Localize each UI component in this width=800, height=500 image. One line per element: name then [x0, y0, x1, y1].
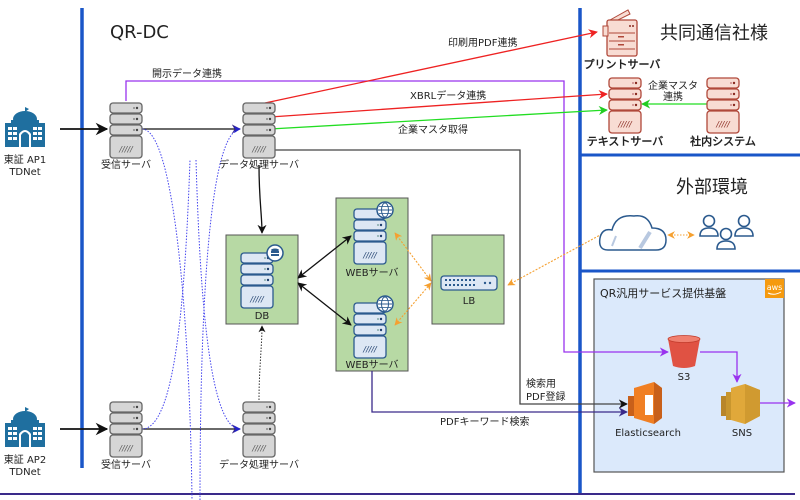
tse-ap2-node: 東証 AP2 TDNet — [4, 407, 46, 478]
receive-server-2-label: 受信サーバ — [101, 459, 151, 471]
internal-system-label: 社内システム — [689, 134, 756, 148]
elasticsearch-icon — [628, 382, 662, 424]
switch-icon — [440, 275, 498, 291]
text-server-label: テキストサーバ — [587, 135, 664, 148]
flow-db-web2 — [297, 282, 352, 326]
sns-icon — [721, 384, 760, 424]
server-icon — [109, 401, 143, 458]
aws-logo-text: aws — [767, 283, 783, 292]
lb-label: LB — [463, 296, 476, 307]
tse-ap2-sublabel: TDNet — [8, 467, 40, 478]
tse-ap1-sublabel: TDNet — [8, 167, 40, 178]
flow-web2-lb — [394, 282, 432, 326]
flow-to-proc1-crossover — [199, 126, 241, 500]
s3-bucket: S3 — [667, 335, 701, 383]
flow-recv1-crossover — [141, 128, 193, 500]
sns-label: SNS — [732, 428, 752, 439]
label-print-pdf: 印刷用PDF連携 — [448, 36, 517, 49]
data-processing-server-2: データ処理サーバ — [219, 401, 299, 471]
flow-recv2-crossover — [141, 159, 191, 430]
internet-cloud — [598, 215, 667, 251]
flow-proc1-to-db — [257, 164, 267, 234]
server-icon — [242, 102, 276, 159]
db-server: DB — [240, 244, 284, 322]
data-processing-server-2-label: データ処理サーバ — [219, 458, 299, 471]
text-server: テキストサーバ — [587, 77, 664, 148]
data-processing-server-1: データ処理サーバ — [219, 102, 299, 171]
connections — [60, 29, 796, 500]
aws-platform-title: QR汎用サービス提供基盤 — [600, 286, 726, 300]
internal-system: 社内システム — [689, 77, 756, 148]
server-icon — [109, 102, 143, 159]
web-server-1: WEBサーバ — [346, 201, 399, 279]
elasticsearch-service: Elasticsearch — [615, 382, 681, 439]
exchange-building-icon — [5, 107, 45, 147]
tse-ap1-label: 東証 AP1 — [4, 153, 46, 166]
web-server-1-label: WEBサーバ — [346, 267, 399, 279]
user-icon — [699, 214, 719, 237]
elasticsearch-label: Elasticsearch — [615, 428, 681, 439]
external-users — [699, 214, 754, 250]
tse-ap2-label: 東証 AP2 — [4, 453, 46, 466]
printer-icon — [602, 9, 638, 57]
label-search-pdf-1: 検索用 — [526, 377, 556, 390]
cloud-icon — [598, 215, 667, 251]
user-icon — [716, 227, 736, 250]
flow-search-pdf-register — [270, 149, 628, 409]
label-company-master-link-2: 連携 — [663, 90, 683, 103]
exchange-building-icon — [5, 407, 45, 447]
server-icon — [706, 77, 740, 134]
flow-disclosure-data — [125, 80, 669, 357]
label-disclosure-data: 開示データ連携 — [152, 67, 222, 80]
label-search-pdf-2: PDF登録 — [526, 390, 565, 403]
flow-pdf-keyword-search — [371, 371, 628, 417]
web-server-2: WEBサーバ — [346, 295, 399, 371]
label-xbrl-data: XBRLデータ連携 — [410, 89, 486, 102]
load-balancer: LB — [440, 275, 498, 307]
aws-platform-box: QR汎用サービス提供基盤 aws — [593, 278, 785, 473]
tse-ap1-node: 東証 AP1 TDNet — [4, 107, 46, 178]
zone-title-kyodo: 共同通信社様 — [660, 23, 768, 44]
flow-to-proc2-crossover — [195, 159, 241, 433]
flow-s3-to-sns — [700, 351, 742, 383]
user-icon — [734, 214, 754, 237]
db-label: DB — [255, 311, 270, 322]
server-icon — [242, 401, 276, 458]
flow-cloud-to-lb — [507, 233, 603, 286]
web-server-2-label: WEBサーバ — [346, 359, 399, 371]
zone-title-qrdc: QR-DC — [110, 22, 169, 43]
zone-boundaries — [0, 8, 800, 495]
label-company-master-get: 企業マスタ取得 — [398, 123, 468, 136]
s3-label: S3 — [678, 372, 691, 383]
receive-server-1-label: 受信サーバ — [101, 159, 151, 171]
sns-service: SNS — [721, 384, 760, 439]
flow-company-master-get — [269, 105, 608, 130]
print-server-label: プリントサーバ — [584, 57, 661, 71]
data-processing-server-1-label: データ処理サーバ — [219, 158, 299, 171]
zone-title-external: 外部環境 — [676, 177, 748, 198]
server-icon — [608, 77, 642, 134]
globe-icon — [376, 295, 394, 313]
flow-web1-lb — [394, 232, 432, 282]
print-server: プリントサーバ — [584, 9, 661, 71]
flow-xbrl-data — [269, 90, 608, 118]
flow-proc2-to-db — [258, 325, 266, 401]
globe-icon — [376, 201, 394, 219]
server-icon — [240, 252, 274, 309]
flow-db-web1 — [297, 235, 352, 279]
receive-server-1: 受信サーバ — [101, 102, 151, 171]
label-company-master-link-1: 企業マスタ — [648, 79, 698, 92]
receive-server-2: 受信サーバ — [101, 401, 151, 471]
label-pdf-keyword-search: PDFキーワード検索 — [440, 415, 529, 428]
s3-icon — [668, 339, 700, 368]
flow-print-pdf — [264, 29, 598, 104]
